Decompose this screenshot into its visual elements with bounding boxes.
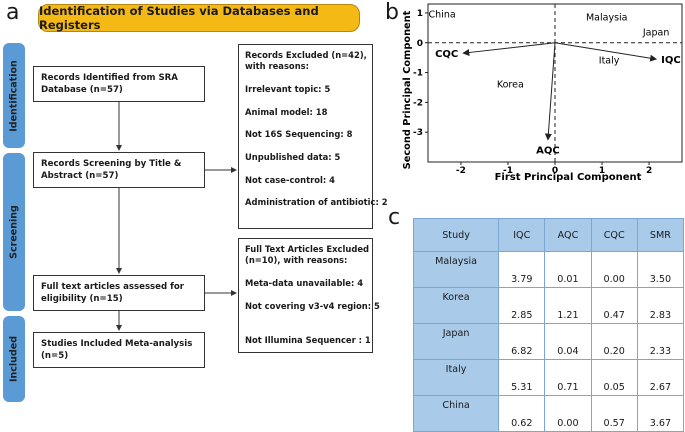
flow-box-identified: Records Identified from SRA Database (n=…: [33, 66, 205, 102]
table-cell: 0.62: [498, 395, 546, 432]
table-cell: 0.57: [590, 395, 638, 432]
excluded-fulltext-line: Full Text Articles Excluded: [245, 244, 370, 254]
panel-label-c: c: [388, 205, 401, 230]
flow-connectors: [116, 102, 237, 331]
excluded-records-line: Administration of antibiotic: 2: [245, 197, 388, 208]
excluded-records-line: Animal model: 18: [245, 106, 328, 117]
table-cell: 3.50: [636, 251, 685, 288]
x-tick-label: -2: [456, 166, 466, 176]
column-header: SMR: [636, 218, 685, 252]
country-label-japan: Japan: [642, 27, 670, 38]
pca-biplot: -2 -1 0 1 2 1 0 -1 -2 -3 IQC CQC AQC China MalaysiaJa…: [402, 3, 683, 183]
table-cell: 3.79: [498, 251, 546, 288]
row-header-cell: Japan: [412, 323, 500, 360]
vector-label-aqc: AQC: [536, 146, 560, 157]
country-label-malaysia: Malaysia: [586, 12, 628, 23]
x-tick-label: 1: [599, 166, 605, 176]
excluded-records-line: Records Excluded (n=42),: [245, 50, 367, 60]
excluded-fulltext-line: Not Illumina Sequencer : 1: [245, 334, 371, 345]
stage-screening: Screening: [3, 153, 25, 311]
flow-box-screening: Records Screening by Title & Abstract (n…: [33, 152, 205, 188]
table-cell: 0.01: [544, 251, 592, 288]
x-tick-label: 0: [552, 166, 558, 176]
excluded-fulltext-line: Meta-data unavailable: 4: [245, 278, 364, 289]
country-label-korea: Korea: [497, 79, 524, 90]
pca-ylabel: Second Principal Component: [402, 10, 413, 169]
column-header: AQC: [544, 218, 592, 252]
flow-title: Identification of Studies via Databases …: [38, 4, 360, 32]
excluded-records-line: Not case-control: 4: [245, 174, 335, 185]
table-cell: 2.83: [636, 287, 685, 324]
country-label-italy: Italy: [599, 56, 620, 67]
table-cell: 0.00: [544, 395, 592, 432]
panel-label-b: b: [385, 0, 399, 25]
row-header-cell: Korea: [412, 287, 500, 324]
column-header: Study: [412, 218, 500, 252]
vector-cqc: [462, 42, 556, 56]
table-cell: 3.67: [636, 395, 685, 432]
row-header-cell: Malaysia: [412, 251, 500, 288]
excluded-fulltext-line: (n=10), with reasons:: [245, 255, 348, 266]
excluded-records-box: Records Excluded (n=42),with reasons: Ir…: [238, 44, 388, 229]
column-header: IQC: [498, 218, 546, 252]
flow-box-included: Studies Included Meta-analysis (n=5): [33, 332, 205, 368]
vector-label-cqc: CQC: [435, 49, 458, 60]
vector-label-iqc: IQC: [661, 55, 681, 66]
panel-label-a: a: [6, 0, 20, 25]
vector-iqc: [554, 42, 658, 62]
table-cell: 0.47: [590, 287, 638, 324]
table-cell: 2.67: [636, 359, 685, 396]
flow-box-fulltext: Full text articles assessed for eligibil…: [33, 275, 205, 311]
table-cell: 0.71: [544, 359, 592, 396]
table-cell: 0.04: [544, 323, 592, 360]
pca-xlabel: First Principal Component: [495, 172, 642, 183]
y-tick-label: 1: [417, 9, 423, 19]
excluded-fulltext-box: Full Text Articles Excluded(n=10), with …: [238, 238, 380, 353]
vector-aqc: [544, 42, 556, 141]
y-tick-label: -3: [413, 128, 423, 138]
table-cell: 2.33: [636, 323, 685, 360]
table-cell: 0.05: [590, 359, 638, 396]
row-header-cell: Italy: [412, 359, 500, 396]
column-header: CQC: [590, 218, 638, 252]
table-cell: 0.20: [590, 323, 638, 360]
x-tick-label: 2: [646, 166, 652, 176]
stage-identification: Identification: [3, 43, 25, 148]
x-tick-label: -1: [503, 166, 513, 176]
country-label-china: China: [429, 9, 456, 20]
excluded-records-line: with reasons:: [245, 61, 309, 72]
y-tick-label: 0: [417, 39, 423, 49]
y-tick-label: -2: [413, 98, 423, 108]
excluded-records-line: Not 16S Sequencing: 8: [245, 129, 353, 140]
row-header-cell: China: [412, 395, 500, 432]
table-cell: 2.85: [498, 287, 546, 324]
stage-included: Included: [3, 316, 25, 402]
excluded-records-line: Unpublished data: 5: [245, 152, 341, 163]
table-cell: 0.00: [590, 251, 638, 288]
excluded-records-line: Irrelevant topic: 5: [245, 84, 331, 95]
table-cell: 6.82: [498, 323, 546, 360]
table-cell: 5.31: [498, 359, 546, 396]
excluded-fulltext-line: Not covering v3-v4 region: 5: [245, 300, 380, 311]
table-cell: 1.21: [544, 287, 592, 324]
y-tick-label: -1: [413, 69, 423, 79]
